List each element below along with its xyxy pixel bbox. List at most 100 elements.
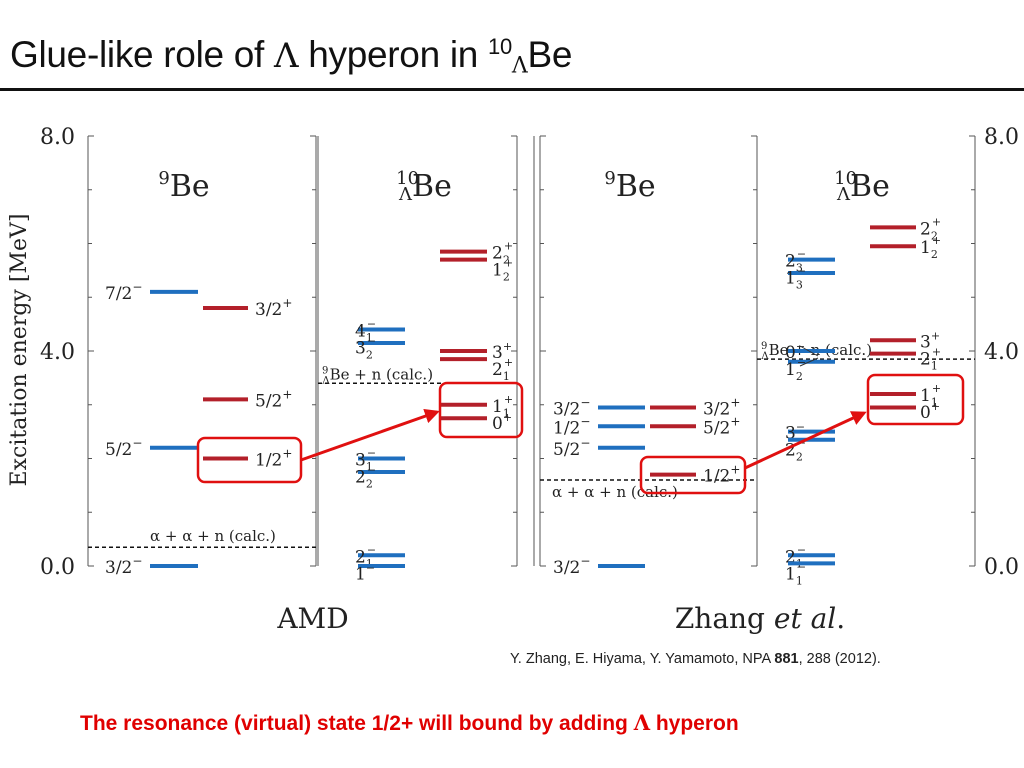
level-label: 11+	[920, 382, 941, 409]
level-label-value: 1	[785, 360, 796, 380]
highlight-box	[866, 373, 965, 426]
page-title: Glue-like role of Λ hyperon in 10ΛBe	[10, 34, 572, 79]
panel-label: AMD	[276, 602, 348, 635]
level-label-parity: +	[730, 395, 740, 409]
level-label-sub: 2	[503, 271, 510, 284]
y-tick-label-left: 0.0	[40, 555, 75, 580]
level-label: 1/2−	[553, 414, 590, 438]
level-label-value: 2	[355, 547, 366, 567]
level-label-sub: 1	[503, 370, 510, 383]
level-label-sup: −	[367, 464, 376, 477]
level-label: 11−	[785, 560, 806, 587]
level-label-parity: −	[580, 395, 590, 409]
threshold-label-sup: 9	[322, 365, 328, 376]
threshold-label-sub: Λ	[760, 351, 769, 362]
level-label: 5/2+	[703, 414, 740, 438]
threshold-label-text: α + α + n (calc.)	[552, 483, 678, 501]
panel-label-end: .	[836, 602, 845, 635]
header-subscript: Λ	[398, 184, 413, 205]
header-subscript: Λ	[836, 184, 851, 205]
level-label-value: 5/2	[255, 391, 282, 411]
level-label-value: 2	[785, 252, 796, 272]
level-label-value: 2	[785, 547, 796, 567]
level-label-parity: +	[730, 414, 740, 428]
y-tick-label-left: 8.0	[40, 125, 75, 150]
level-label-sup: +	[503, 340, 512, 353]
level-label-value: 5/2	[703, 418, 730, 438]
level-label-sub: 2	[931, 248, 938, 261]
level-label-sub: 1	[366, 332, 373, 345]
highlight-box	[438, 381, 524, 439]
level-label-value: 3	[492, 343, 503, 363]
level-label: 3/2+	[255, 296, 292, 320]
level-label-parity: −	[132, 436, 142, 450]
level-label-sub: 2	[366, 349, 373, 362]
level-label-sup: −	[797, 265, 806, 278]
level-label-parity: −	[132, 280, 142, 294]
level-label-sup: −	[367, 543, 376, 556]
header-main: Be	[616, 169, 656, 204]
level-label-sub: 2	[931, 229, 938, 242]
level-label-value: 1/2	[703, 467, 730, 487]
level-label: 12+	[920, 234, 941, 261]
level-label-value: 1	[920, 238, 931, 258]
level-label-sub: 2	[503, 254, 510, 267]
conclusion-main: The resonance (virtual) state 1/2+ will …	[80, 712, 634, 735]
level-label-value: 2	[785, 441, 796, 461]
level-label: 3/2+	[703, 395, 740, 419]
level-label-value: 2	[492, 244, 503, 264]
level-label-sup: −	[797, 356, 806, 369]
level-label-value: 1	[785, 564, 796, 584]
level-label-sup: +	[931, 329, 940, 342]
level-label: 5/2+	[255, 387, 292, 411]
level-label: 3/2−	[553, 554, 590, 578]
level-label: 3−	[785, 421, 805, 444]
highlight-box	[639, 455, 747, 495]
level-label: 3+	[920, 329, 940, 352]
column-header: 9Be	[604, 168, 655, 204]
level-label-value: 1	[785, 269, 796, 289]
level-label: 5/2−	[105, 436, 142, 460]
title-prefix: Glue-like role of	[10, 34, 274, 76]
level-label: 3+	[492, 340, 512, 363]
threshold-label-sub: Λ	[321, 375, 330, 386]
panel-label-main: Zhang	[675, 602, 774, 635]
level-label: 22−	[355, 464, 376, 491]
level-label-value: 1/2	[255, 451, 282, 471]
level-label-sup: +	[932, 234, 941, 247]
title-lambda: Λ	[274, 36, 299, 77]
level-label: 13−	[785, 265, 806, 292]
level-label-value: 7/2	[105, 284, 132, 304]
level-label-value: 3/2	[553, 399, 580, 419]
level-label-sup: +	[504, 393, 513, 406]
header-main: Be	[850, 169, 890, 204]
threshold-label: α + α + n (calc.)	[552, 483, 678, 501]
level-label-sup: +	[504, 257, 513, 270]
citation-authors: Y. Zhang, E. Hiyama, Y. Yamamoto, NPA	[510, 651, 775, 667]
title-middle: hyperon in	[298, 34, 489, 76]
level-label-value: 3	[920, 332, 931, 352]
level-label: 1/2+	[255, 447, 292, 471]
level-label-sub: 3	[796, 279, 803, 292]
header-main: Be	[170, 169, 210, 204]
level-label-sup: −	[797, 248, 806, 261]
panel-label: Zhang et al.	[675, 602, 845, 635]
level-label-parity: +	[730, 463, 740, 477]
level-label: 21+	[492, 356, 513, 383]
header-superscript: 9	[604, 168, 615, 189]
y-tick-label-right: 0.0	[984, 555, 1019, 580]
level-label-value: 1	[492, 397, 503, 417]
level-label-sup: −	[797, 543, 806, 556]
level-label-value: 5/2	[553, 440, 580, 460]
level-label-sup: +	[931, 400, 940, 413]
level-label-value: 3	[785, 424, 796, 444]
level-label-sup: +	[932, 215, 941, 228]
level-label-value: 3/2	[703, 399, 730, 419]
level-label: 12+	[492, 257, 513, 284]
level-label-sub: 1	[366, 557, 373, 570]
y-axis-label: Excitation energy [MeV]	[7, 214, 32, 487]
level-label: 31−	[355, 447, 376, 474]
header-superscript: 9	[158, 168, 169, 189]
